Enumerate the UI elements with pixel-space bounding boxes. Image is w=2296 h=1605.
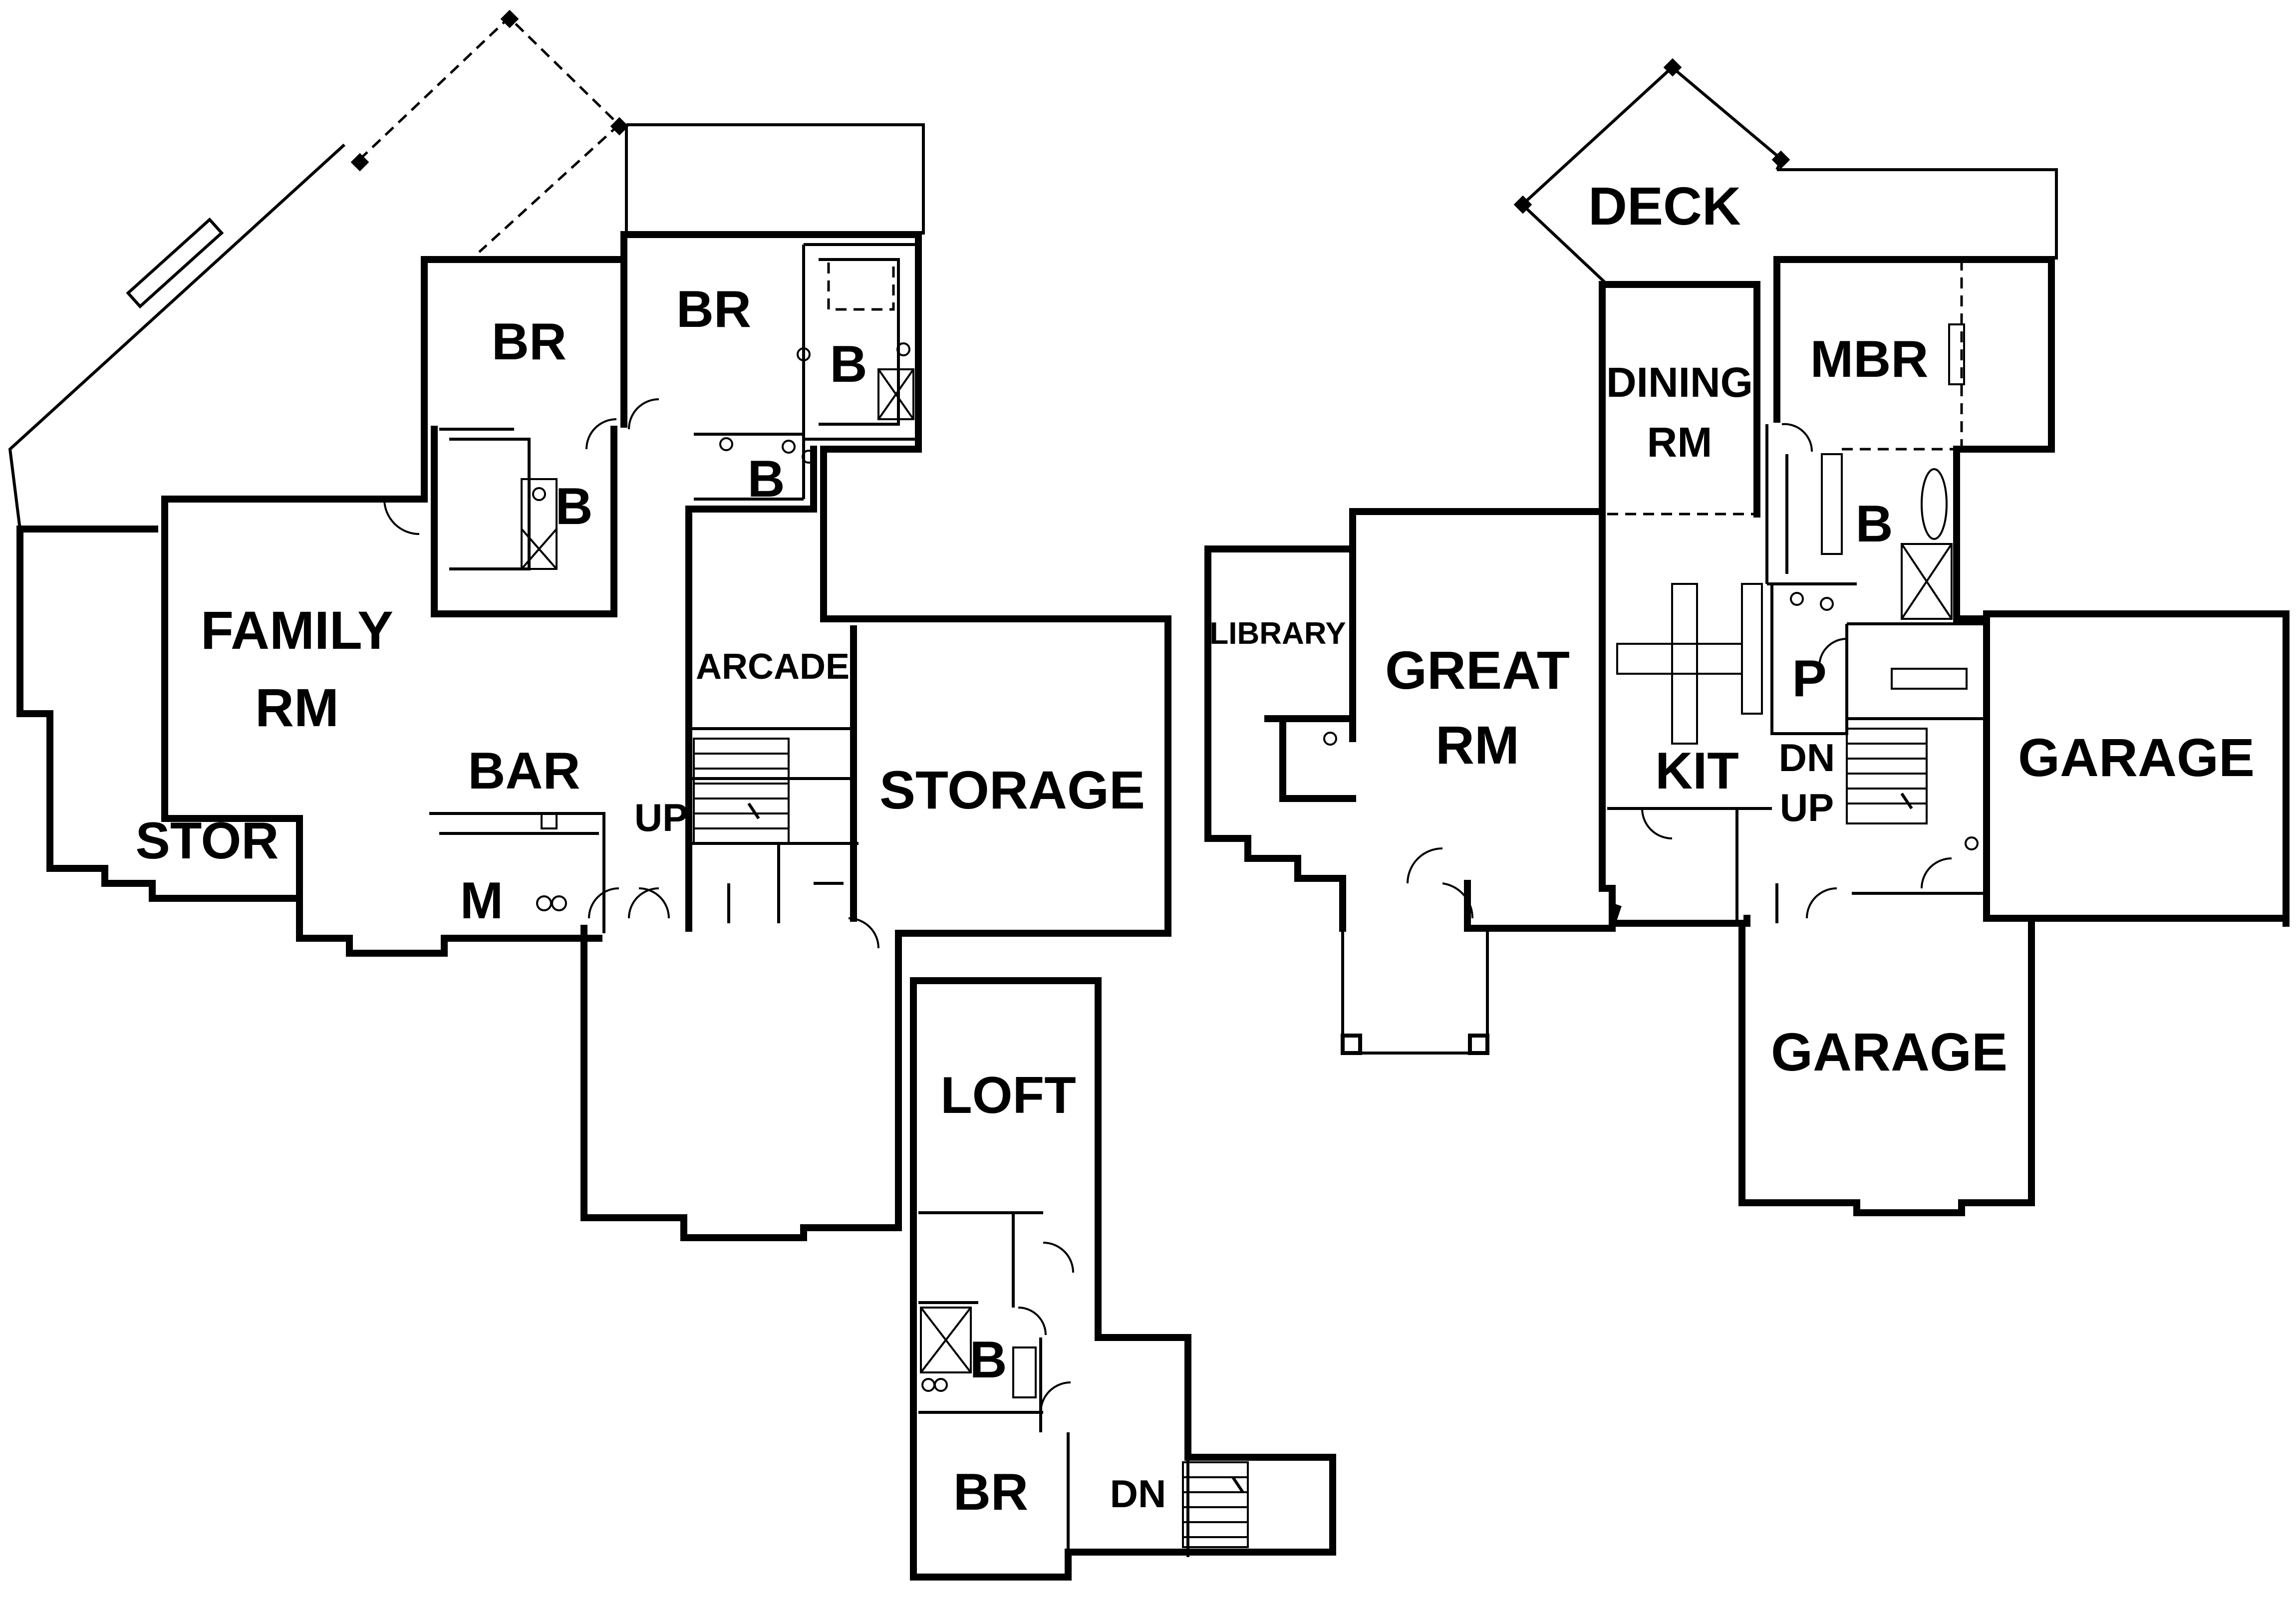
loft-outer-walls [910, 977, 1336, 1581]
main-deck [1513, 58, 2058, 286]
lower-outer-walls [16, 231, 1171, 1241]
room-label-loft: LOFT [940, 1067, 1076, 1124]
room-label-great-rm-2: RM [1435, 715, 1519, 775]
loft-doors [921, 1242, 1074, 1413]
room-label-stor: STOR [135, 812, 279, 870]
room-label-great-rm-1: GREAT [1385, 640, 1570, 700]
main-stair [1846, 728, 1928, 824]
room-label-kit: KIT [1655, 742, 1739, 800]
room-label-garage-1: GARAGE [2018, 727, 2255, 788]
room-label-bath-3: B [747, 450, 785, 508]
room-label-loft-bath: B [969, 1331, 1007, 1389]
room-label-garage-2: GARAGE [1771, 1022, 2008, 1082]
lower-doors [383, 342, 910, 949]
stair-label-up: UP [634, 796, 688, 839]
room-label-storage: STORAGE [879, 760, 1145, 820]
room-label-bar: BAR [468, 742, 580, 800]
room-label-family-rm-1: FAMILY [201, 600, 393, 660]
room-label-br-2: BR [676, 280, 751, 338]
room-label-mbr: MBR [1810, 330, 1929, 388]
room-label-family-rm-2: RM [255, 677, 339, 738]
stair-label-up: UP [1780, 786, 1834, 829]
lower-level-plan: BR BR B B B FAMILY RM ARCADE STORAGE BAR… [8, 9, 1171, 1241]
room-label-bath-2: B [555, 478, 592, 535]
stair-label-loft-dn: DN [1110, 1472, 1166, 1516]
room-label-pantry: P [1792, 650, 1826, 708]
room-label-main-bath: B [1855, 495, 1893, 553]
loft-interior-walls [918, 1211, 1189, 1557]
room-label-dining-rm-2: RM [1647, 419, 1713, 466]
room-label-library: LIBRARY [1209, 616, 1346, 651]
room-label-deck: DECK [1588, 176, 1741, 236]
room-label-bath-1: B [830, 335, 867, 393]
room-label-mech: M [460, 872, 504, 930]
lower-labels: BR BR B B B FAMILY RM ARCADE STORAGE BAR… [135, 280, 1145, 930]
main-doors [1323, 423, 1979, 919]
room-label-br-1: BR [492, 313, 567, 371]
lower-stair [693, 738, 790, 844]
loft-labels: LOFT B BR DN [940, 1067, 1166, 1521]
room-label-loft-br: BR [953, 1463, 1028, 1521]
loft-stair [1182, 1461, 1249, 1548]
loft-level-plan: LOFT B BR DN [910, 977, 1336, 1581]
lower-deck [8, 9, 925, 530]
main-level-plan: DECK DINING RM MBR B LIBRARY GREAT RM KI… [1204, 58, 2290, 1216]
room-label-arcade: ARCADE [696, 647, 850, 687]
room-label-dining-rm-1: DINING [1606, 359, 1753, 406]
stair-label-dn: DN [1779, 736, 1835, 780]
main-labels: DECK DINING RM MBR B LIBRARY GREAT RM KI… [1209, 176, 2255, 1082]
main-porch [1341, 928, 1489, 1055]
main-interior-walls [1601, 260, 1987, 923]
